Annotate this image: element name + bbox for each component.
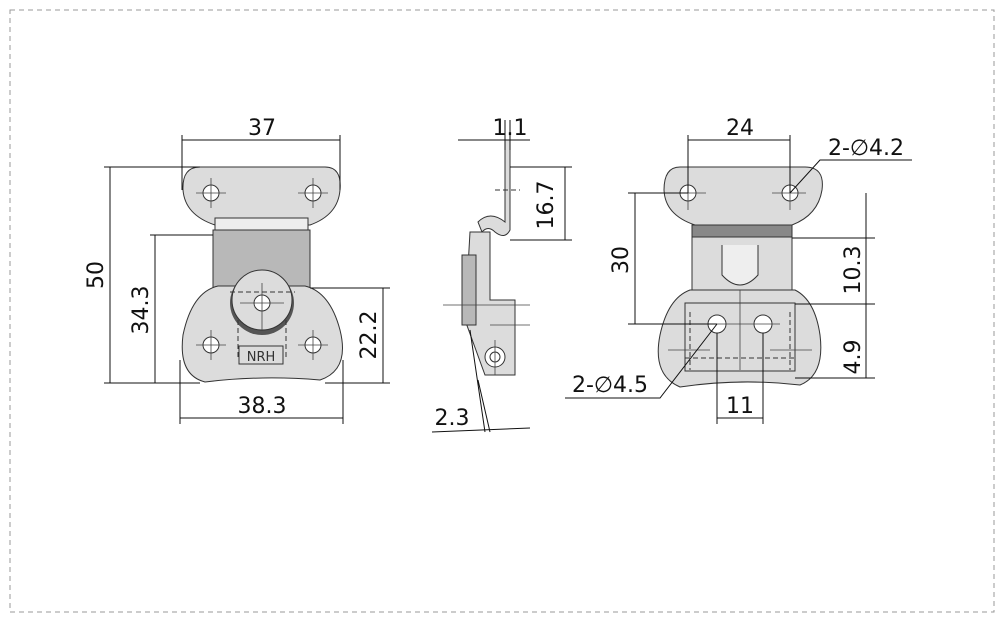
dim-37: 37 (248, 116, 276, 141)
dim-38-3: 38.3 (238, 394, 287, 419)
dim-50: 50 (84, 261, 109, 289)
logo-box (238, 345, 284, 365)
side-view: 1.1 16.7 2.3 (431, 116, 572, 433)
dim-4-9: 4.9 (841, 340, 866, 375)
drawing-border (9, 9, 995, 613)
dim-1-1: 1.1 (493, 116, 528, 141)
side-wheel (461, 254, 477, 326)
logo-nrh: NRH (247, 350, 276, 365)
dim-2-holes-4-2: 2-∅4.2 (828, 136, 904, 161)
dim-22-2: 22.2 (357, 311, 382, 360)
top-plate (182, 166, 341, 226)
dim-30: 30 (609, 246, 634, 274)
dim-10-3: 10.3 (841, 246, 866, 295)
dim-34-3: 34.3 (129, 286, 154, 335)
hook-plate (477, 139, 511, 236)
dim-11: 11 (726, 394, 754, 419)
dim-2-3: 2.3 (435, 406, 470, 431)
side-body (464, 231, 516, 376)
dim-16-7: 16.7 (534, 181, 559, 230)
dim-2-holes-4-5: 2-∅4.5 (572, 373, 648, 398)
front-view: NRH 37 50 34.3 22.2 38.3 (84, 116, 390, 424)
dim-24: 24 (726, 116, 754, 141)
back-view: 24 2-∅4.2 30 10.3 4.9 2-∅4.5 11 (565, 116, 912, 424)
